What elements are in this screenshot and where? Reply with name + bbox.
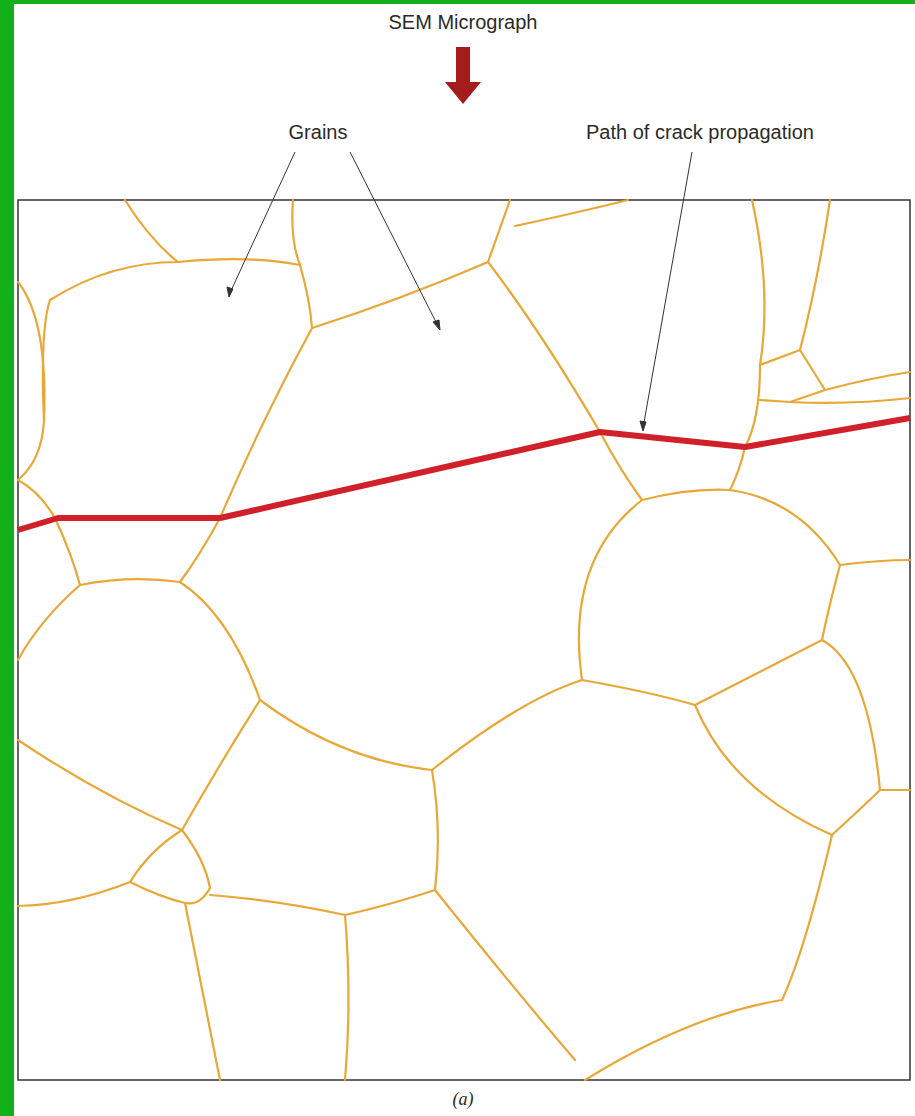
figure-caption: (a): [453, 1089, 474, 1111]
leader-lines: [227, 152, 692, 431]
down-arrow: [445, 47, 481, 104]
diagram-title: SEM Micrograph: [389, 10, 538, 34]
micrograph-frame: [18, 200, 910, 1080]
grains-label: Grains: [289, 120, 348, 144]
crack-path-label: Path of crack propagation: [586, 120, 814, 144]
grain-boundaries: [18, 200, 910, 1080]
crack-path: [18, 418, 910, 530]
